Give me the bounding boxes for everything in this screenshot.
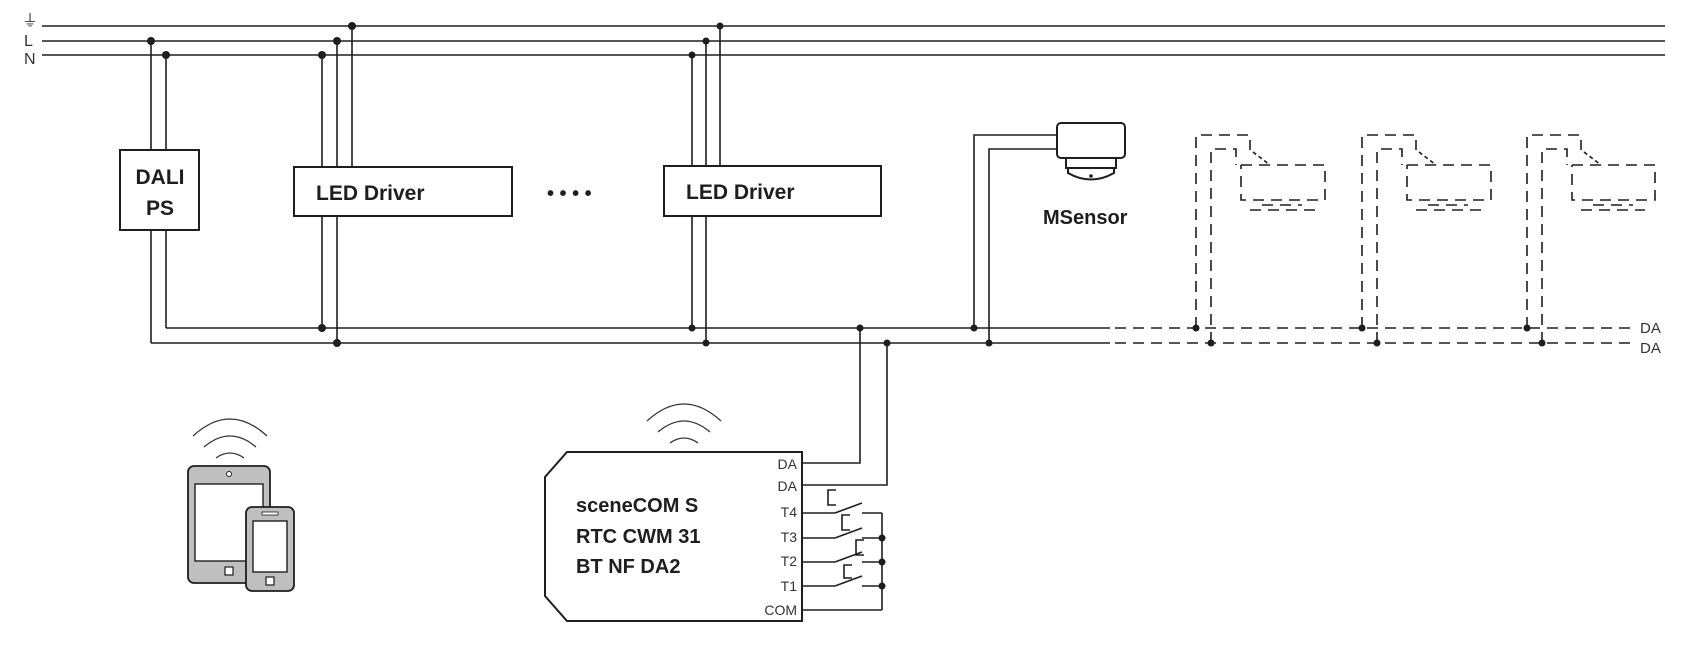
devices-wireless-icon: [192, 418, 268, 459]
dali-ps-box: [119, 149, 200, 231]
scenecom-wireless-icon: [646, 403, 722, 444]
terminal-t3: T3: [781, 529, 798, 545]
dali-ps-label-1: DALI: [136, 166, 185, 189]
da-bus-1-label: DA: [1640, 320, 1661, 337]
earth-label: ⏚: [22, 12, 38, 30]
led-driver-1-label: LED Driver: [316, 182, 425, 205]
terminal-da-2: DA: [778, 478, 798, 494]
scenecom-label-3: BT NF DA2: [576, 556, 680, 578]
scenecom-box: [544, 451, 803, 622]
scenecom-label-1: sceneCOM S: [576, 495, 698, 517]
terminal-t1: T1: [781, 578, 798, 594]
terminal-da-1: DA: [778, 456, 798, 472]
led-driver-2-label: LED Driver: [686, 181, 795, 204]
ellipsis: • • • •: [547, 183, 592, 205]
neutral-label: N: [24, 51, 36, 68]
luminaire-2: [1358, 134, 1492, 347]
smartphone-icon: [245, 506, 295, 592]
led-driver-1-box: [293, 166, 513, 217]
luminaire-1: [1192, 134, 1326, 347]
msensor-icon: [1056, 122, 1126, 181]
terminal-com: COM: [764, 602, 797, 618]
terminal-t4: T4: [781, 504, 798, 520]
scenecom-label-2: RTC CWM 31: [576, 526, 700, 548]
dali-ps-label-2: PS: [146, 197, 174, 220]
terminal-t2: T2: [781, 553, 798, 569]
luminaire-3: [1523, 134, 1656, 347]
live-label: L: [24, 33, 33, 50]
msensor-label: MSensor: [1043, 207, 1128, 229]
da-bus-2-label: DA: [1640, 340, 1661, 357]
led-driver-2-box: [663, 165, 882, 217]
pushbutton-switches: [802, 489, 886, 611]
